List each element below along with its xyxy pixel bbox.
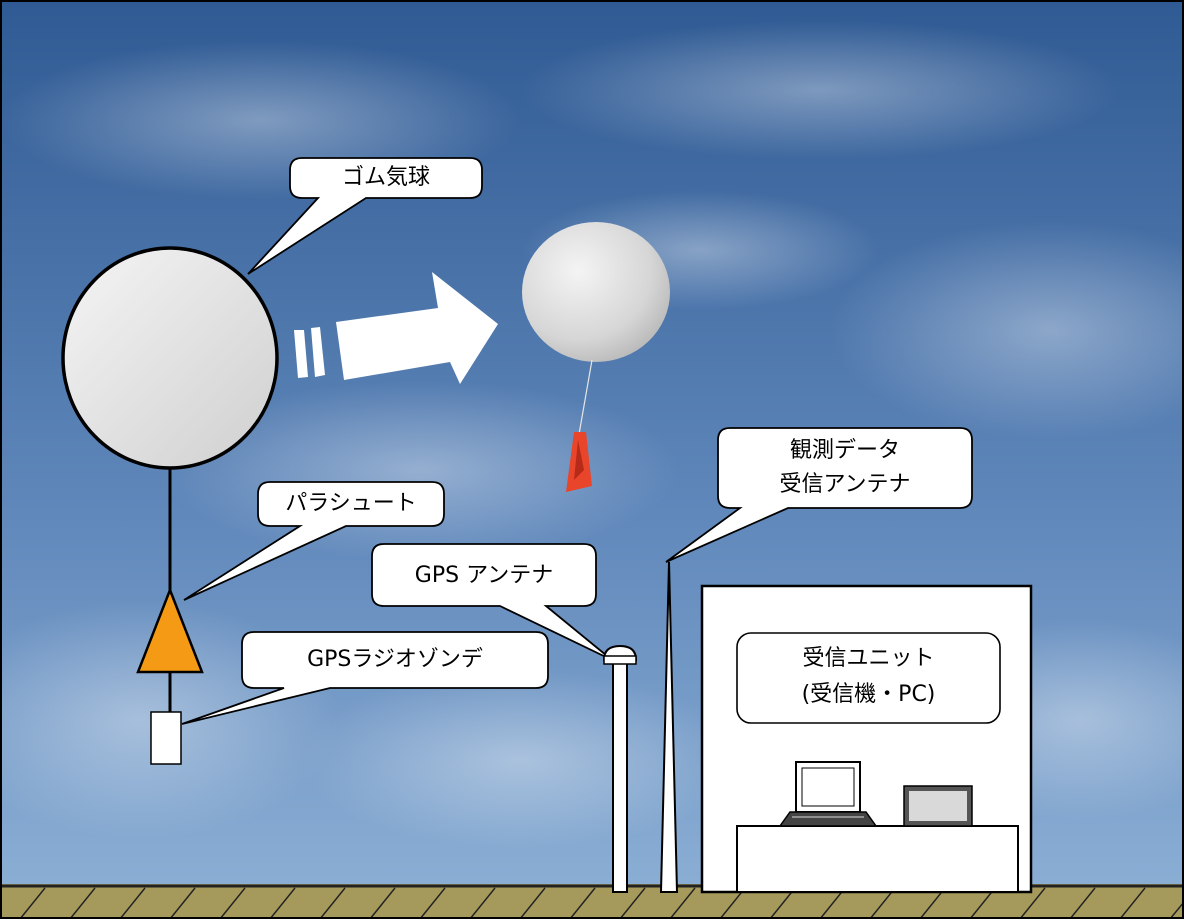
desk <box>736 825 1019 893</box>
balloon-photo <box>522 222 670 492</box>
label-radiosonde: GPSラジオゾンデ <box>307 647 483 672</box>
receiver-device-icon <box>903 785 973 827</box>
callout-balloon <box>247 157 483 275</box>
receiver-label-box <box>736 632 1001 724</box>
callout-gps-antenna <box>371 543 613 661</box>
label-balloon: ゴム気球 <box>341 165 430 190</box>
label-data-antenna-line2: 受信アンテナ <box>779 472 911 497</box>
gps-antenna-icon <box>602 644 638 893</box>
label-data-antenna-line1: 観測データ <box>789 438 900 463</box>
label-parachute: パラシュート <box>285 491 417 516</box>
balloon-illustration <box>61 246 279 590</box>
label-receiver-line1: 受信ユニット <box>802 646 935 671</box>
callout-radiosonde <box>181 631 549 725</box>
label-receiver-line2: (受信機・PC) <box>801 682 936 707</box>
laptop-icon <box>778 761 878 827</box>
callout-parachute <box>183 481 445 601</box>
arrow-right-icon <box>294 272 498 384</box>
data-antenna-icon <box>659 561 679 893</box>
parachute-icon <box>136 586 204 712</box>
label-gps-antenna: GPS アンテナ <box>414 563 554 588</box>
radiosonde-box <box>150 711 182 765</box>
callout-data-antenna <box>665 427 973 563</box>
